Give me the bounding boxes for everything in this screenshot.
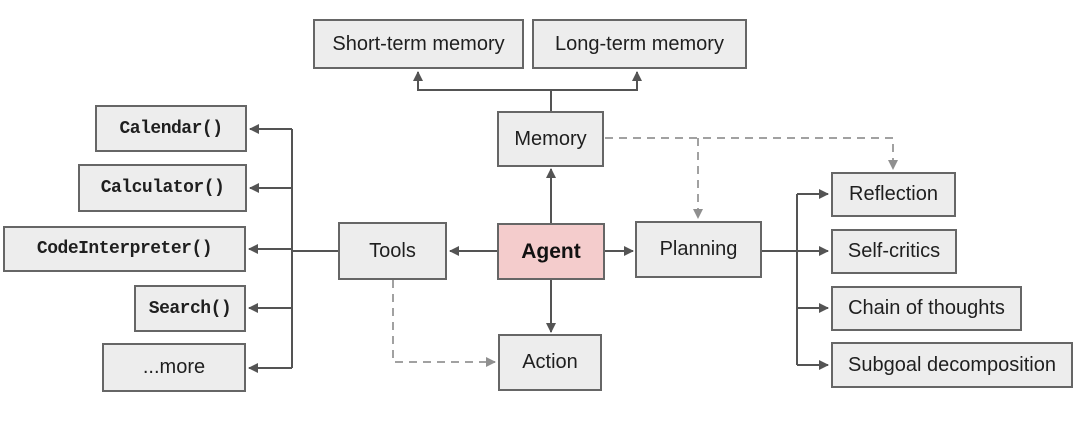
node-more: ...more — [102, 343, 246, 392]
node-code-interpreter: CodeInterpreter() — [3, 226, 246, 272]
node-label: Reflection — [849, 183, 938, 205]
node-calendar: Calendar() — [95, 105, 247, 152]
node-label: Planning — [659, 238, 738, 260]
node-reflection: Reflection — [831, 172, 956, 217]
node-label: Self-critics — [847, 240, 941, 262]
node-self-critics: Self-critics — [831, 229, 957, 274]
node-label: Short-term memory — [332, 32, 505, 55]
node-chain-of-thoughts: Chain of thoughts — [831, 286, 1022, 331]
node-tools: Tools — [338, 222, 447, 280]
node-label: Memory — [514, 127, 587, 150]
node-subgoal-decomposition: Subgoal decomposition — [831, 342, 1073, 388]
node-planning: Planning — [635, 221, 762, 278]
node-label: Agent — [521, 239, 581, 263]
node-agent: Agent — [497, 223, 605, 280]
node-search: Search() — [134, 285, 246, 332]
node-label: Search() — [148, 298, 232, 319]
node-label: ...more — [142, 356, 206, 378]
node-label: Action — [522, 351, 578, 373]
node-label: Subgoal decomposition — [848, 353, 1056, 376]
node-label: Calculator() — [100, 178, 225, 198]
node-long-term-memory: Long-term memory — [532, 19, 747, 69]
node-label: Tools — [369, 239, 416, 262]
node-memory: Memory — [497, 111, 604, 167]
node-label: Long-term memory — [555, 32, 724, 55]
node-label: Chain of thoughts — [848, 297, 1005, 319]
node-calculator: Calculator() — [78, 164, 247, 212]
node-action: Action — [498, 334, 602, 391]
node-label: Calendar() — [119, 118, 223, 139]
node-short-term-memory: Short-term memory — [313, 19, 524, 69]
node-label: CodeInterpreter() — [36, 239, 213, 259]
